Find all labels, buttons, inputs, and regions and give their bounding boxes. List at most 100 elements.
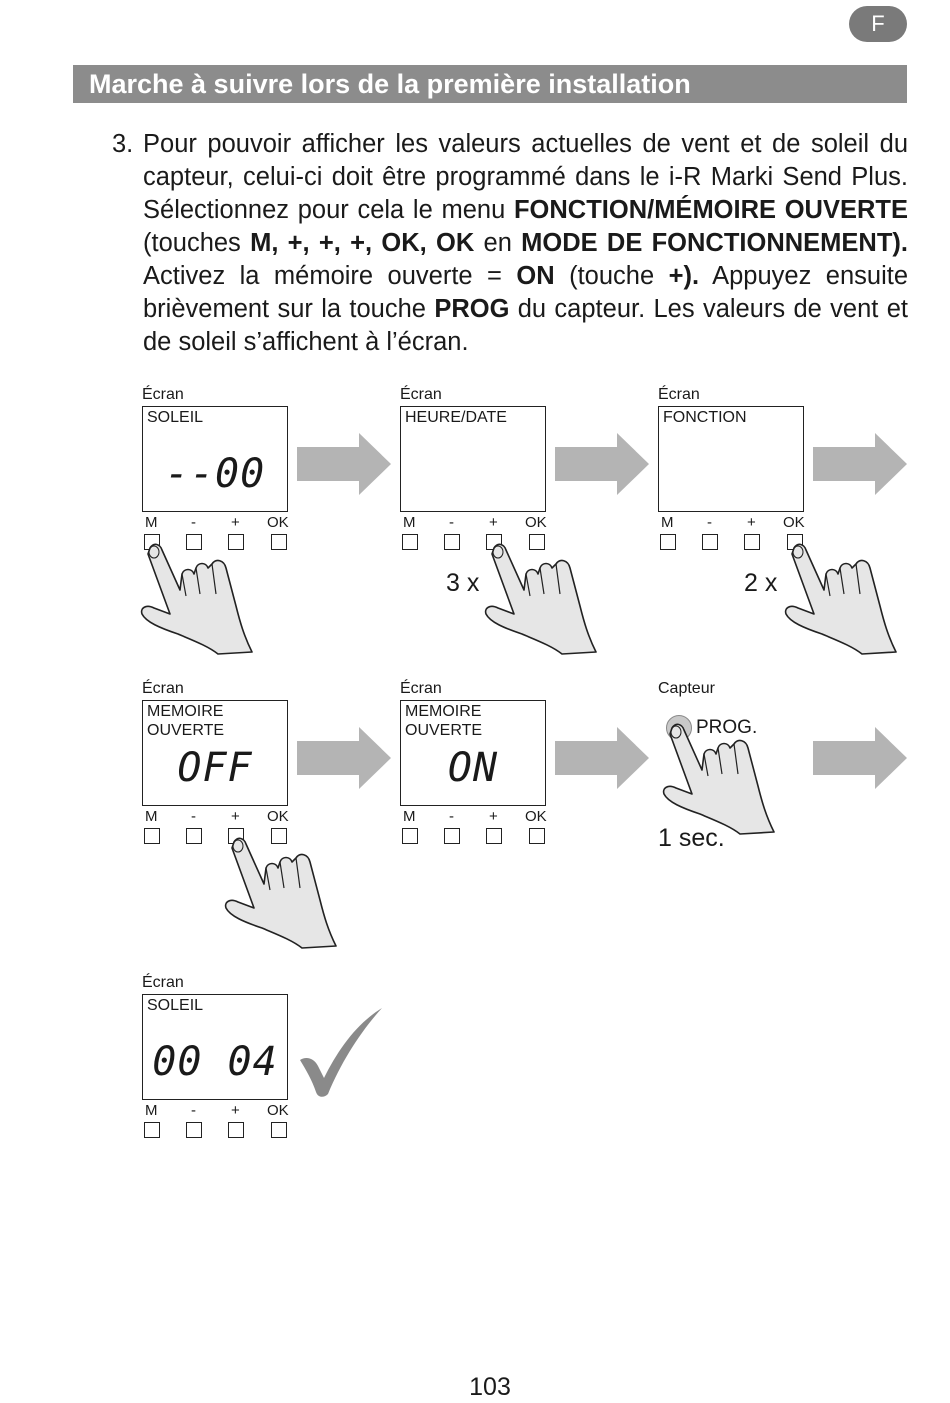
key-m-button[interactable] (402, 534, 418, 550)
instr-text-6: MODE DE FONC­TIONNEMENT). (521, 229, 909, 257)
key-ok-button[interactable] (271, 1122, 287, 1138)
key-m-button[interactable] (660, 534, 676, 550)
page-number: 103 (469, 1373, 511, 1401)
instr-text-4: M, +, +, +, OK, OK (250, 229, 475, 257)
key-label-ok: OK (525, 808, 547, 825)
lcd-readout: --00 (164, 451, 266, 497)
press-duration: 1 sec. (658, 824, 725, 852)
key-label-plus: + (747, 514, 756, 531)
next-arrow-icon (555, 727, 649, 789)
key-label-m: M (145, 514, 158, 531)
screen-line-2: OUVERTE (147, 722, 225, 739)
instr-text-3: (touches (143, 229, 251, 257)
pointing-hand-icon (484, 543, 597, 655)
key-minus-button[interactable] (186, 828, 202, 844)
screen-caption: Écran (142, 680, 184, 697)
lcd-readout: OFF (177, 745, 253, 791)
next-arrow-icon (297, 727, 391, 789)
key-label-minus: - (191, 514, 196, 531)
key-label-plus: + (489, 514, 498, 531)
key-row: M - + OK (400, 808, 550, 848)
prog-label: PROG. (696, 717, 758, 738)
key-label-m: M (403, 514, 416, 531)
key-label-minus: - (449, 514, 454, 531)
key-minus-button[interactable] (186, 1122, 202, 1138)
key-ok-button[interactable] (529, 534, 545, 550)
key-row: M - + OK (142, 514, 292, 554)
pointing-hand-icon (224, 837, 337, 949)
section-title: Marche à suivre lors de la première inst… (73, 65, 907, 103)
screen-line-1: SOLEIL (147, 997, 204, 1014)
key-label-plus: + (231, 514, 240, 531)
instr-text-8: ON (516, 262, 555, 290)
pointing-hand-icon (140, 543, 253, 655)
key-plus-button[interactable] (228, 1122, 244, 1138)
screen-caption: Écran (142, 974, 184, 991)
instruction-text: Pour pouvoir afficher les valeurs actuel… (143, 128, 908, 359)
key-label-ok: OK (525, 514, 547, 531)
key-minus-button[interactable] (702, 534, 718, 550)
instr-text-10: +). (668, 262, 700, 290)
key-m-button[interactable] (144, 828, 160, 844)
instr-text-12: PROG (434, 295, 510, 323)
next-arrow-icon (813, 433, 907, 495)
pointing-hand-icon (662, 723, 775, 835)
key-label-m: M (661, 514, 674, 531)
next-arrow-icon (813, 727, 907, 789)
lcd-screen: SOLEIL 00 04 (142, 994, 288, 1100)
step-number: 3. (112, 130, 134, 158)
key-label-plus: + (489, 808, 498, 825)
key-label-ok: OK (783, 514, 805, 531)
instr-text-1: Pour pouvoir afficher les valeurs actuel… (143, 130, 908, 224)
lcd-readout: 00 04 (152, 1039, 278, 1085)
key-plus-button[interactable] (228, 534, 244, 550)
key-ok-button[interactable] (529, 828, 545, 844)
press-count-ok: 2 x (744, 569, 778, 597)
screen-caption: Écran (400, 680, 442, 697)
sensor-caption: Capteur (658, 680, 715, 697)
key-label-ok: OK (267, 808, 289, 825)
key-m-button[interactable] (402, 828, 418, 844)
checkmark-icon (300, 1008, 382, 1097)
key-label-minus: - (449, 808, 454, 825)
key-m-button[interactable] (144, 1122, 160, 1138)
lcd-readout: ON (447, 745, 499, 791)
key-label-m: M (145, 1102, 158, 1119)
instr-text-9: (touche (554, 262, 669, 290)
instr-text-7: Activez la mémoire ouverte = (143, 262, 517, 290)
key-label-minus: - (707, 514, 712, 531)
key-plus-button[interactable] (744, 534, 760, 550)
lcd-screen: FONCTION (658, 406, 804, 512)
screen-line-1: FONCTION (663, 409, 747, 426)
key-label-ok: OK (267, 514, 289, 531)
language-tab: F (849, 6, 907, 42)
key-minus-button[interactable] (186, 534, 202, 550)
key-label-ok: OK (267, 1102, 289, 1119)
screen-line-1: SOLEIL (147, 409, 204, 426)
key-label-m: M (145, 808, 158, 825)
screen-line-1: MEMOIRE (147, 703, 224, 720)
next-arrow-icon (297, 433, 391, 495)
key-label-m: M (403, 808, 416, 825)
instr-text-11: Appuyez ensuite brièvement sur la touche (143, 262, 909, 323)
lcd-screen: SOLEIL --00 (142, 406, 288, 512)
key-minus-button[interactable] (444, 534, 460, 550)
key-row: M - + OK (142, 808, 292, 848)
key-ok-button[interactable] (271, 534, 287, 550)
key-plus-button[interactable] (486, 828, 502, 844)
key-label-plus: + (231, 1102, 240, 1119)
key-label-minus: - (191, 1102, 196, 1119)
instruction-block: 3. Pour pouvoir afficher les valeurs act… (112, 128, 908, 359)
screen-caption: Écran (400, 386, 442, 403)
lcd-screen: HEURE/DATE (400, 406, 546, 512)
screen-line-2: OUVERTE (405, 722, 483, 739)
instr-text-2: FONCTION/MÉMOIRE OUVERTE (513, 196, 908, 224)
key-ok-button[interactable] (271, 828, 287, 844)
step-sensor-prog: Capteur PROG. 1 sec. (658, 680, 858, 860)
lcd-screen: MEMOIRE OUVERTE ON (400, 700, 546, 806)
key-row: M - + OK (400, 514, 550, 554)
key-minus-button[interactable] (444, 828, 460, 844)
instr-text-5: en (474, 229, 522, 257)
next-arrow-icon (555, 433, 649, 495)
key-label-minus: - (191, 808, 196, 825)
